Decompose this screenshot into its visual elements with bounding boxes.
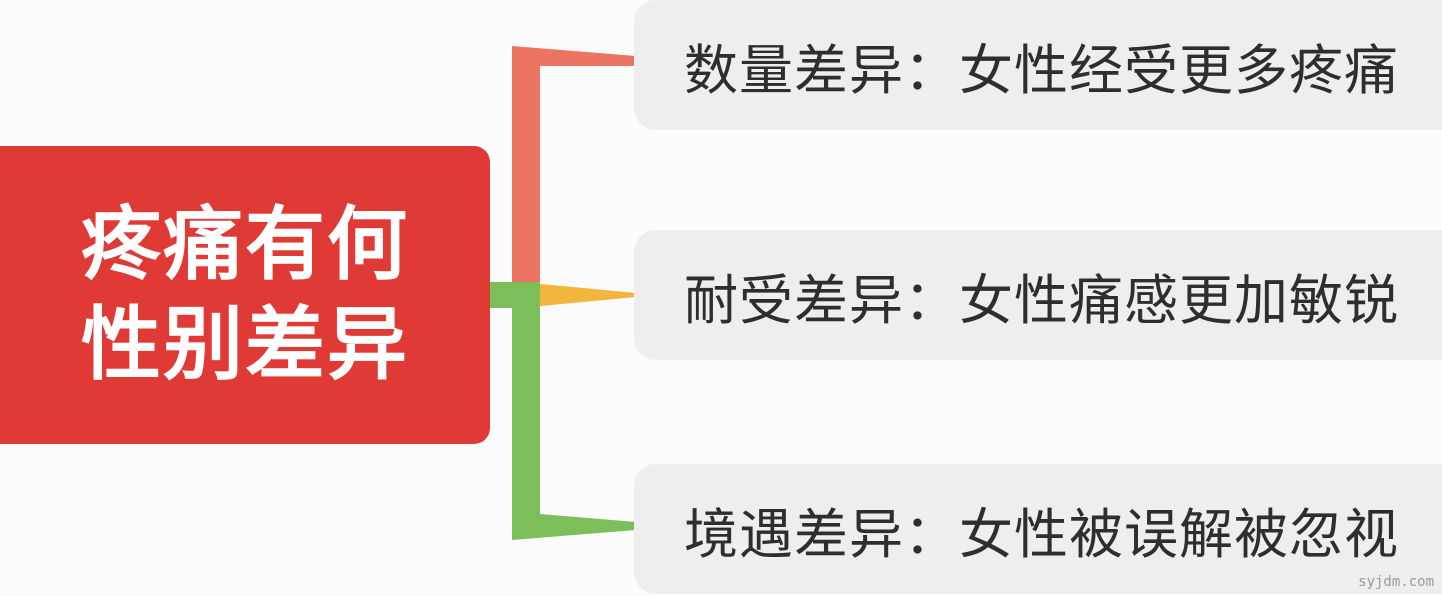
root-title: 疼痛有何 性别差异 <box>81 195 409 395</box>
branch-node-tolerance[interactable]: 耐受差异：女性痛感更加敏锐 <box>634 230 1442 360</box>
branch-label-tolerance: 耐受差异：女性痛感更加敏锐 <box>684 268 1399 332</box>
root-title-line-2: 性别差异 <box>81 298 409 391</box>
branch-node-treatment[interactable]: 境遇差异：女性被误解被忽视 <box>634 464 1442 594</box>
connector-branch-3 <box>490 282 636 540</box>
branch-label-treatment: 境遇差异：女性被误解被忽视 <box>684 502 1399 566</box>
root-title-line-1: 疼痛有何 <box>81 198 409 291</box>
root-node[interactable]: 疼痛有何 性别差异 <box>0 146 490 444</box>
connector-branch-1 <box>512 46 636 296</box>
branch-label-quantity: 数量差异：女性经受更多疼痛 <box>684 38 1399 102</box>
connector-branch-2 <box>520 282 636 308</box>
watermark: syjdm.com <box>1358 574 1434 590</box>
branch-node-quantity[interactable]: 数量差异：女性经受更多疼痛 <box>634 0 1442 130</box>
